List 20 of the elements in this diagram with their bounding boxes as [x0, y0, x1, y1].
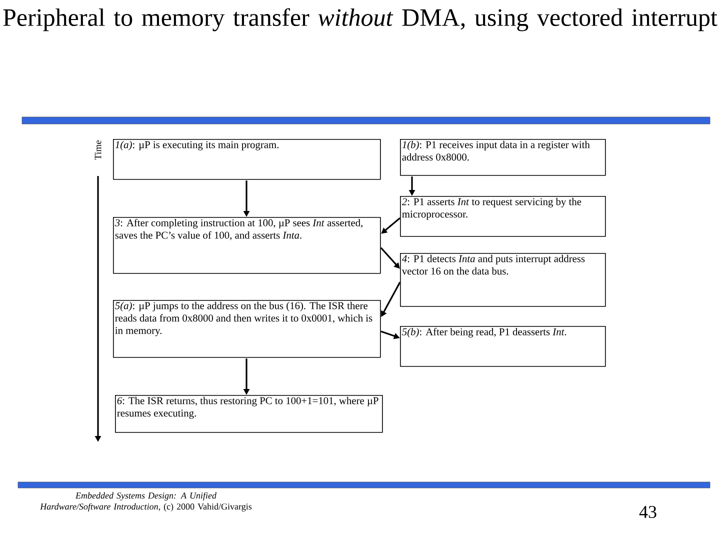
step-box [115, 395, 383, 433]
step-text: 6: The ISR returns, thus restoring PC to 100+1=101, where µP resumes executing. [117, 396, 378, 419]
step-box [400, 139, 606, 176]
step-box [113, 217, 381, 274]
page-number: 43 [639, 506, 656, 518]
step-text: 3: After completing instruction at 100, µP sees Int asserted, saves the PC’s value of 100, and asserts Inta. [114, 218, 362, 240]
step-box [113, 300, 381, 358]
title: Peripheral to memory transfer without DMA, using vectored interrupt [3, 8, 718, 32]
step-box [400, 326, 606, 367]
step-box [400, 253, 606, 307]
step-box [400, 196, 606, 237]
step-text: 4: P1 detects Inta and puts interrupt address vector 16 on the data bus. [402, 254, 585, 275]
step-box [113, 139, 381, 180]
axis-label: Time [94, 140, 102, 160]
step-text: 1(b): P1 receives input data in a register with address 0x8000. [402, 140, 590, 161]
footer-text: Embedded Systems Design: A Unified Hardware/Software Introduction, (c) 2000 Vahid/Givargis [40, 492, 252, 512]
step-text: 5(a): µP jumps to the address on the bus (16). The ISR there reads data from 0x8000 and then writes it to 0x0001, which is in memory. [115, 302, 372, 336]
step-text: 1(a): µP is executing its main program. [115, 140, 278, 150]
step-text: 5(b): After being read, P1 deasserts Int. [402, 328, 566, 338]
step-text: 2: P1 asserts Int to request servicing by the microprocessor. [402, 198, 582, 220]
